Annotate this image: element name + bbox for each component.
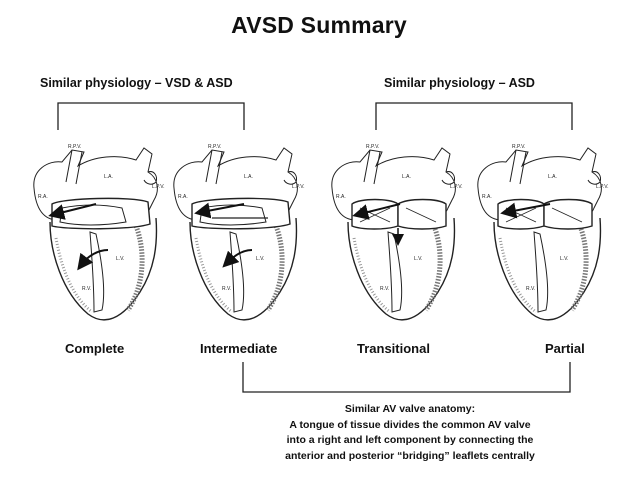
bracket-left <box>57 102 245 130</box>
label-rv: R.V. <box>82 286 91 292</box>
heart-intermediate: R.P.V. L.A. L.P.V. R.A. L.V. R.V. <box>174 144 305 320</box>
page-title: AVSD Summary <box>231 12 407 38</box>
note-line: into a right and left component by conne… <box>286 434 534 446</box>
label-la: L.A. <box>402 174 411 180</box>
group-label-vsd-asd: Similar physiology – VSD & ASD <box>40 76 233 90</box>
label-ra: R.A. <box>336 194 346 200</box>
label-transitional: Transitional <box>357 341 430 356</box>
label-lv: L.V. <box>560 256 568 262</box>
label-la: L.A. <box>104 174 113 180</box>
label-rpv: R.P.V. <box>208 144 221 150</box>
heart-transitional: R.P.V. L.A. L.P.V. R.A. L.V. R.V. <box>332 144 463 320</box>
label-rpv: R.P.V. <box>68 144 81 150</box>
label-lpv: L.P.V. <box>450 184 463 190</box>
label-rpv: R.P.V. <box>366 144 379 150</box>
label-lpv: L.P.V. <box>152 184 165 190</box>
label-lv: L.V. <box>256 256 264 262</box>
label-complete: Complete <box>65 341 125 356</box>
note-line: A tongue of tissue divides the common AV… <box>289 418 531 431</box>
label-la: L.A. <box>548 174 557 180</box>
label-ra: R.A. <box>38 194 48 200</box>
label-intermediate: Intermediate <box>200 341 278 356</box>
note-line: anterior and posterior “bridging” leafle… <box>285 449 535 462</box>
label-rv: R.V. <box>380 286 389 292</box>
label-ra: R.A. <box>178 194 188 200</box>
label-rv: R.V. <box>222 286 231 292</box>
group-label-asd: Similar physiology – ASD <box>384 76 535 90</box>
label-lv: L.V. <box>414 256 422 262</box>
label-ra: R.A. <box>482 194 492 200</box>
bracket-bottom <box>242 362 571 393</box>
label-lpv: L.P.V. <box>292 184 305 190</box>
label-lv: L.V. <box>116 256 124 262</box>
label-rv: R.V. <box>526 286 535 292</box>
heart-partial: R.P.V. L.A. L.P.V. R.A. L.V. R.V. <box>478 144 609 320</box>
heart-complete: R.P.V. L.A. L.P.V. R.A. L.V. R.V. <box>34 144 165 320</box>
label-rpv: R.P.V. <box>512 144 525 150</box>
note-line: Similar AV valve anatomy: <box>344 403 476 415</box>
label-lpv: L.P.V. <box>596 184 609 190</box>
label-partial: Partial <box>545 341 585 356</box>
bracket-right <box>375 102 573 130</box>
label-la: L.A. <box>244 174 253 180</box>
valve-anatomy-note: Similar AV valve anatomy: A tongue of ti… <box>240 402 580 464</box>
